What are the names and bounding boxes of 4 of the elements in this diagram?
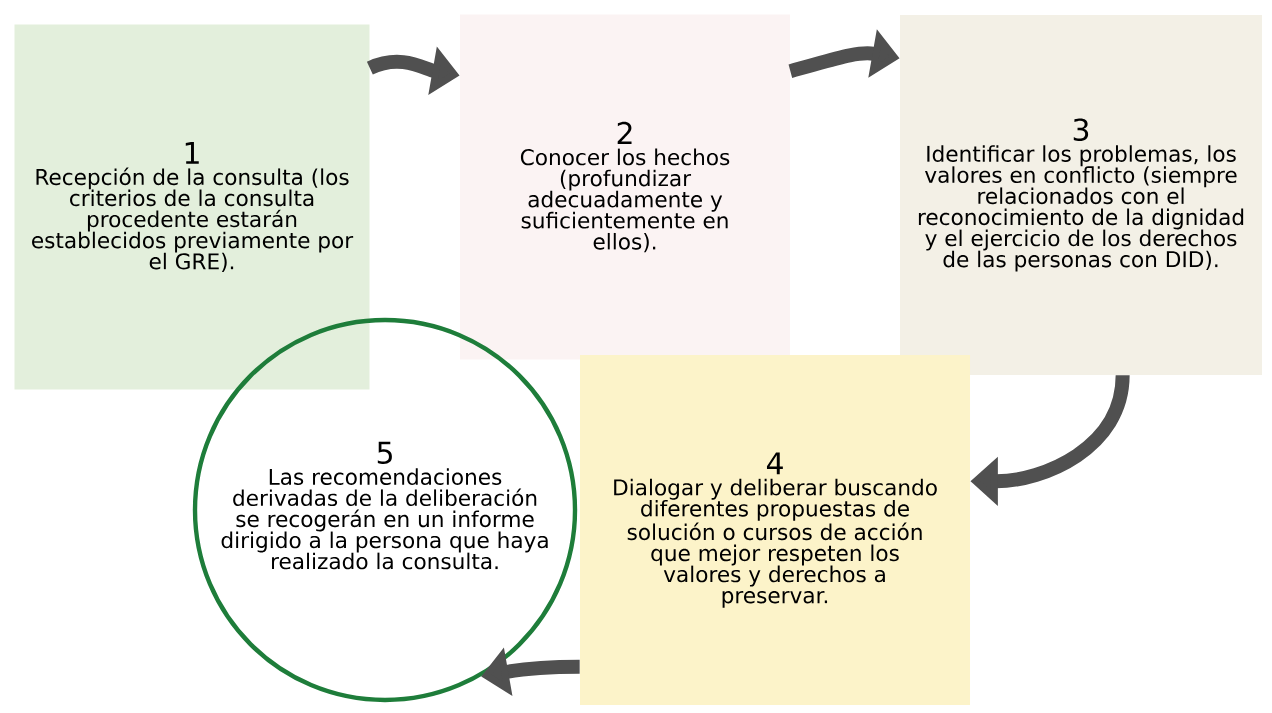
step-box: 4 Dialogar y deliberar buscando diferentes propuestas de solución o cursos de acción que mejor respeten los valores y derechos a preservar. [580,355,970,705]
step-box: 2 Conocer los hechos (profundizar adecuadamente y suficientemente en ellos). [460,14,790,360]
step-box: 1 Recepción de la consulta (los criterios de la consulta procedente estarán establecidos previamente por el GRE). [14,24,370,390]
step-box: 3 Identificar los problemas, los valores en conflicto (siempre relacionados con el reconocimiento de la dignidad y el ejercicio de los derechos de las personas con DID). [900,15,1262,375]
